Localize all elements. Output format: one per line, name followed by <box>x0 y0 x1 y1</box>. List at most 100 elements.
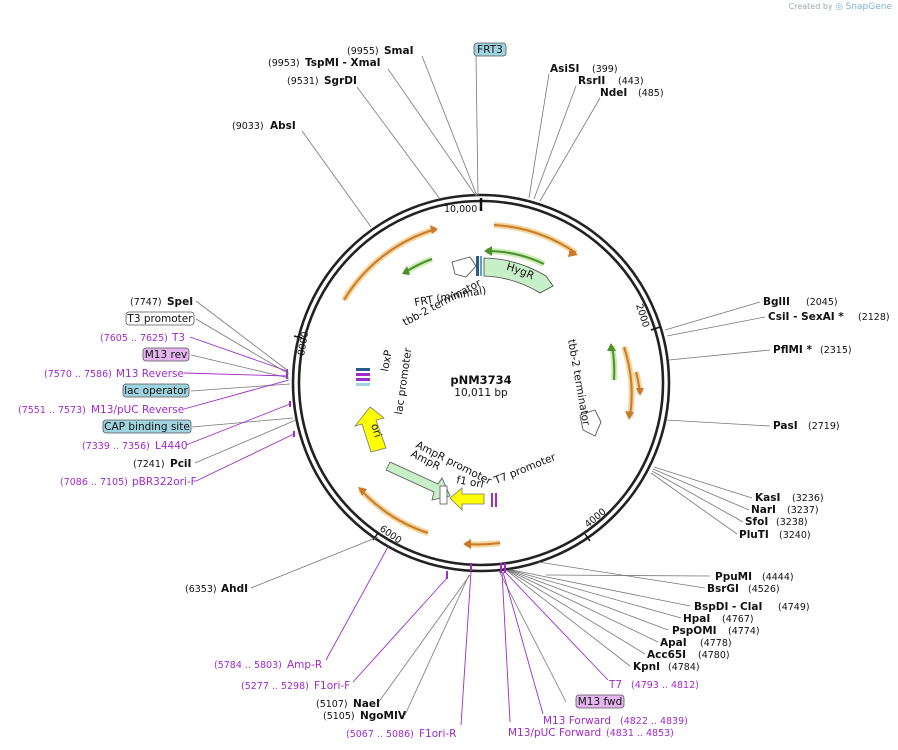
hygr-feature <box>483 257 554 294</box>
csii-name: CsiI - SexAI * <box>768 311 844 323</box>
cap-site-box <box>102 419 192 434</box>
cap-site-label: CAP binding site <box>104 421 190 433</box>
tick-mark-2000 <box>650 326 661 331</box>
tbb2-terminator-right-label: tbb-2 terminator <box>565 338 592 426</box>
lead-ngomiv <box>404 574 470 716</box>
lead-m13-reverse <box>183 372 289 377</box>
backbone-outer <box>291 193 671 573</box>
lead-acc65i <box>506 569 646 655</box>
orf-right-outer-arrowhead <box>625 411 634 420</box>
ahdi-pos: (6353) <box>185 584 217 595</box>
backbone-primer-mark-1 <box>286 369 288 379</box>
m13-forward-name: M13 Forward <box>543 715 611 727</box>
m13-puc-reverse-pos: (7551 .. 7573) <box>18 405 86 416</box>
lead-pasi <box>665 419 771 427</box>
pasi-pos: (2719) <box>808 421 840 432</box>
smai-name: SmaI <box>384 45 414 57</box>
pspomi-pos: (4774) <box>728 626 760 637</box>
orf-top-left <box>343 228 437 301</box>
lead-naei <box>377 574 471 704</box>
pcii-name: PciI <box>170 458 191 470</box>
lead-m13-puc-reverse <box>183 379 290 410</box>
f1-ori-feature <box>449 487 485 511</box>
ngomiv-name: NgoMIV <box>360 710 407 722</box>
lac-cluster <box>356 368 370 386</box>
tbb2-terminator-left-arrow <box>451 256 477 278</box>
smai-pos: (9955) <box>347 46 379 57</box>
spei-name: SpeI <box>167 296 193 308</box>
acc65i-pos: (4780) <box>698 650 730 661</box>
acc65i-name: Acc65I <box>647 649 686 661</box>
ngomiv-pos: (5105) <box>323 711 355 722</box>
plasmid-name: pNM3734 <box>450 373 511 387</box>
f1ori-f-pos: (5277 .. 5298) <box>241 681 309 692</box>
lead-bspdi <box>511 569 691 607</box>
f1-ori-label: f1 ori <box>455 474 484 491</box>
primer-cluster-marker-1 <box>356 373 370 376</box>
kpni-name: KpnI <box>633 661 660 673</box>
apai-pos: (4778) <box>700 638 732 649</box>
lead-pspomi <box>508 569 669 631</box>
bspdi-name: BspDI - ClaI <box>694 601 762 613</box>
lead-ndei <box>539 97 601 202</box>
pflmi-pos: (2315) <box>820 345 852 356</box>
lead-t3 <box>189 336 288 372</box>
t7-primer-pos: (4793 .. 4812) <box>631 680 699 691</box>
lead-amp-r <box>325 544 390 661</box>
lead-pflmi <box>668 349 771 361</box>
t3-promoter-box <box>125 311 195 326</box>
csii-pos: (2128) <box>858 312 890 323</box>
plasmid-length: 10,011 bp <box>454 387 508 399</box>
ampr-promoter-marker <box>439 485 448 505</box>
lead-pbr322ori <box>195 433 295 482</box>
orf-green-top-arrowhead <box>484 246 492 256</box>
lead-rsrii <box>533 85 577 200</box>
pcii-pos: (7241) <box>133 459 165 470</box>
kpni-pos: (4784) <box>668 662 700 673</box>
tick-mark-8000 <box>293 335 303 339</box>
ahdi-name: AhdI <box>221 583 248 595</box>
f1ori-r-name: F1ori-R <box>419 728 456 740</box>
lead-csii <box>666 316 766 337</box>
ndei-pos: (485) <box>638 88 664 99</box>
backbone-primer-mark-4 <box>446 571 448 579</box>
sgrdi-pos: (9531) <box>287 76 319 87</box>
lead-bglii <box>664 301 761 331</box>
naei-name: NaeI <box>353 698 380 710</box>
backbone-primer-mark-7 <box>504 563 506 573</box>
m13-puc-forward-name: M13/pUC Forward <box>508 727 601 739</box>
pluti-pos: (3240) <box>779 530 811 541</box>
tspmi-name: TspMI - XmaI <box>305 57 381 69</box>
pspomi-name: PspOMI <box>672 625 717 637</box>
orf-top-right-halo <box>493 222 578 256</box>
lead-kpni <box>505 569 631 667</box>
m13-rev-label: M13 rev <box>145 349 188 361</box>
ppumi-name: PpuMI <box>715 571 752 583</box>
m13-reverse-name: M13 Reverse <box>116 368 184 380</box>
tick-label-10000: 10,000 <box>444 204 477 215</box>
ndei-name: NdeI <box>600 87 627 99</box>
orf-arrows <box>341 222 644 549</box>
lead-bsrgi <box>537 561 706 589</box>
tspmi-pos: (9953) <box>268 58 300 69</box>
nari-pos: (3237) <box>787 505 819 516</box>
t3-promoter-label: T3 promoter <box>126 313 193 325</box>
asisi-name: AsiSI <box>550 63 579 75</box>
lead-lac-operator <box>190 383 291 392</box>
credit-prefix: Created by <box>788 2 833 11</box>
t3-primer-pos: (7605 .. 7625) <box>100 333 168 344</box>
lead-t7 <box>504 571 609 681</box>
apai-name: ApaI <box>660 637 687 649</box>
lead-nari <box>652 468 750 511</box>
m13-rev-box <box>142 347 190 362</box>
tick-mark-4000 <box>584 533 591 542</box>
orf-green-left-arrowhead <box>402 266 410 275</box>
lead-hpai <box>509 569 682 619</box>
lead-frt3 <box>475 55 479 197</box>
lead-f1ori-f <box>352 577 448 683</box>
lead-f1ori-r <box>460 571 472 726</box>
lac-promoter-label: lac promoter <box>393 347 414 416</box>
lead-spei <box>195 300 288 371</box>
orf-bottom-arrowhead <box>463 539 471 549</box>
lead-l4440 <box>185 403 291 446</box>
